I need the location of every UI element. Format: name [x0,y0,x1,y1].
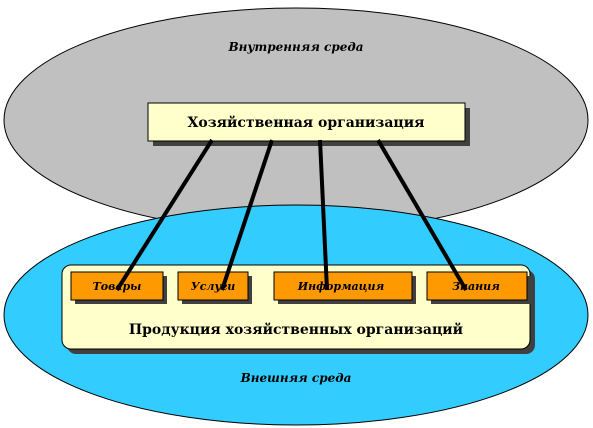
connector-line-goods [115,138,214,292]
connector-line-information [318,139,329,291]
organization-label: Хозяйственная организация [188,114,425,131]
product-item-information-label: Информация [297,280,385,293]
internal-environment-label: Внутренняя среда [227,40,363,54]
external-environment-label: Внешняя среда [240,371,352,385]
connector-line-services [220,139,274,291]
products-panel-label: Продукция хозяйственных организаций [129,321,463,338]
product-item-services [177,271,249,301]
product-item-services-label: Услуги [191,280,235,293]
connector-line-knowledge [376,138,468,292]
organization-box [147,102,466,142]
product-item-goods [70,271,164,301]
product-item-information [273,271,413,301]
product-item-knowledge [426,271,528,301]
